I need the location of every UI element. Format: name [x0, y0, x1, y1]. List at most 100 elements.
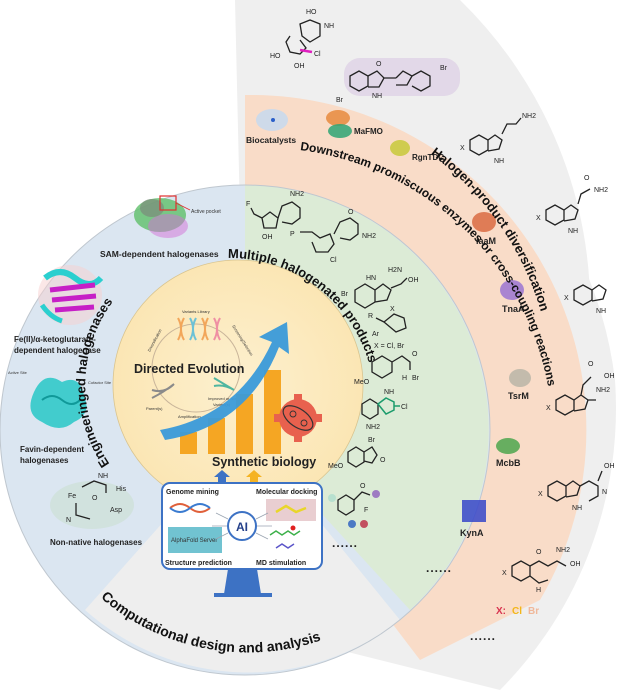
guanine-nh2-label: NH2 — [362, 233, 376, 240]
acetamide-x-label: X — [536, 215, 541, 222]
kyna-enzyme-icon — [462, 500, 486, 522]
active-site-label: Active Site — [8, 370, 28, 375]
sam-halogenase-label: SAM-dependent halogenases — [100, 249, 219, 259]
methyltryptophan-oh-label: OH — [604, 373, 615, 380]
active-pocket-label: Active pocket — [191, 209, 221, 215]
growth-bar-chart-icon — [180, 370, 281, 454]
methyltryptophan-oxygen-label: O — [588, 361, 594, 368]
enzyme-label-kyna: KynA — [460, 528, 484, 538]
up-arrow-yellow-icon — [246, 470, 262, 483]
indigo-bromine-right: Br — [440, 65, 448, 72]
pyrrole-nh-label: NH — [384, 389, 394, 396]
enzyme-label-mcbb: McbB — [496, 458, 521, 468]
directed-evolution-cycle — [151, 317, 241, 413]
fluorine-label: F — [246, 201, 250, 208]
h2n-label: H2N — [388, 267, 402, 274]
halomethyltryptophan-molecule — [555, 376, 596, 416]
o-atom-label: O — [92, 495, 98, 502]
bromine-label: Br — [341, 291, 349, 298]
nucleoside-oh-label: OH — [294, 63, 305, 70]
mcbb-enzyme-icon — [496, 438, 520, 454]
bromotryptophan-molecule — [354, 277, 408, 309]
ai-label: AI — [236, 520, 248, 534]
methoxy-label: MeO — [354, 379, 370, 386]
amplification-label: Amplification — [178, 414, 201, 419]
legend-x-label: X: — [496, 606, 506, 617]
halokynurenine-molecule — [511, 560, 567, 584]
kynurenine-x-label: X — [502, 570, 507, 577]
carboline-x-label: X — [538, 491, 543, 498]
isobenzofuran-bromine-label: Br — [368, 437, 376, 444]
up-arrow-blue-icon — [214, 470, 230, 483]
peach-ellipsis: ...... — [426, 561, 452, 575]
alphafold-image — [168, 527, 222, 553]
dibromoindigo-molecule — [344, 58, 460, 96]
legend-cl-label: Cl — [512, 606, 522, 617]
carboxyl-oh-label: OH — [408, 277, 419, 284]
tsrm-enzyme-icon — [509, 369, 531, 387]
thf-oxygen-label: O — [412, 351, 418, 358]
fe-halogenase-label: Fe(II)/α-ketoglutarate- — [14, 335, 96, 344]
methyltryptophan-x-label: X — [546, 405, 551, 412]
acetamide-nh2-label: NH2 — [594, 187, 608, 194]
nucleoside-ho-label: HO — [306, 9, 317, 16]
indigo-oxygen-label: O — [376, 61, 382, 68]
indole-x-label: X — [564, 295, 569, 302]
enzyme-label-iaam: iaaM — [476, 236, 496, 246]
enzyme-label-tsrm: TsrM — [508, 391, 529, 401]
carboline-n-label: N — [602, 489, 607, 496]
structure-prediction-label: Structure prediction — [165, 560, 232, 567]
isobenzofuran-oxygen-label: O — [380, 457, 386, 464]
genome-mining-label: Genome mining — [166, 489, 219, 496]
carboline-oh-label: OH — [604, 463, 615, 470]
indigo-bromine-left: Br — [336, 97, 344, 104]
indigo-nh-label: NH — [372, 93, 382, 100]
thf-bromine-label: Br — [412, 375, 420, 382]
his-atom-label: His — [116, 486, 127, 493]
methoxyphenyl-bromo-thf-molecule — [371, 355, 411, 379]
cofactor-site-label: Cofactor Site — [88, 380, 112, 385]
enzyme-label-rgntdc: RgnTDC — [412, 153, 444, 162]
benzamide-oxygen-label: O — [360, 483, 366, 490]
acetamide-oxygen-label: O — [584, 175, 590, 182]
flavin-halogenase-structure — [30, 377, 87, 428]
non-native-halogenase-label: Non-native halogenases — [50, 538, 143, 547]
ar-group-label: Ar — [372, 331, 380, 338]
kynurenine-nh2-label: NH2 — [556, 547, 570, 554]
x-definition-label: X = Cl, Br — [374, 343, 405, 350]
ai-chip-icon — [227, 511, 257, 541]
substituent-ball-blue — [348, 520, 356, 528]
fe-ketoglutarate-structure — [38, 265, 104, 325]
substituent-ball-red — [360, 520, 368, 528]
kynurenine-oxygen-label: O — [536, 549, 542, 556]
monitor-base — [214, 593, 272, 597]
acetamide-nh-label: NH — [568, 228, 578, 235]
dna-parent-icon — [151, 383, 175, 399]
difunctional-benzamide-molecule — [328, 490, 380, 528]
chloropyrrole-aniline-molecule — [361, 397, 400, 420]
variants-library-label: Variants Library — [182, 309, 210, 314]
bromo-isobenzofuran-molecule — [347, 446, 378, 468]
thf-hydrogen-label: H — [402, 375, 407, 382]
fe-atom-label: Fe — [68, 493, 76, 500]
ai-circuit-lines — [212, 512, 272, 540]
dna-improved-icon — [213, 377, 235, 391]
nh2-label: NH2 — [290, 191, 304, 198]
asp-atom-label: Asp — [110, 507, 122, 514]
nucleoside-ho2-label: HO — [270, 53, 281, 60]
genome-mining-dna-icon — [169, 503, 211, 513]
molecular-docking-label: Molecular docking — [256, 489, 317, 496]
md-simulation-label: MD stimulation — [256, 560, 306, 567]
green-ellipsis: ...... — [332, 536, 358, 550]
outer-ellipsis: ...... — [470, 629, 496, 643]
alphafold-label: AlphaFold Server — [171, 538, 217, 544]
iaam-enzyme-icon — [472, 212, 496, 232]
ribose-chlorine-label: Cl — [330, 257, 337, 264]
indole-nh-label: NH — [596, 308, 606, 315]
n-atom-label: N — [66, 517, 71, 524]
haloindoleacetamide-molecule — [545, 188, 591, 226]
nh-atom-label: NH — [98, 473, 108, 480]
dna-variants-icon — [177, 317, 221, 341]
tryptamine-nh2-label: NH2 — [522, 113, 536, 120]
